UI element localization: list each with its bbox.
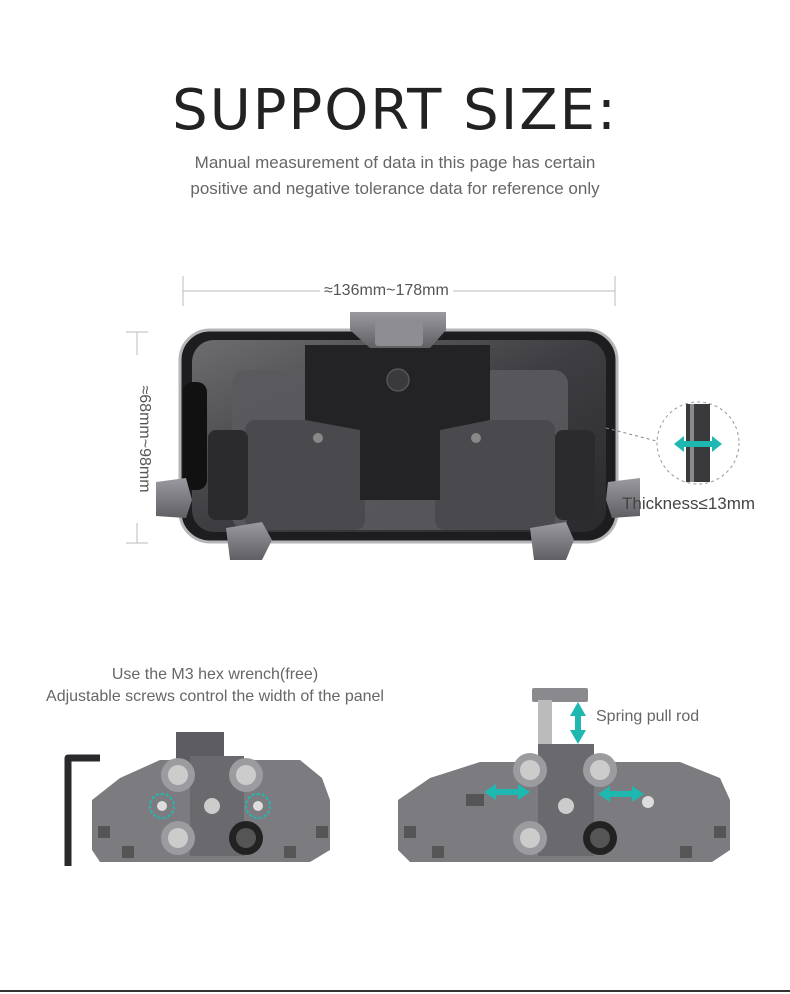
mount-plate-right [398,688,730,862]
subtitle-line-1: Manual measurement of data in this page … [194,153,596,172]
mount-plate-left [92,732,330,862]
hex-wrench-icon [64,754,100,866]
right-horizontal-arrow-icon [598,786,644,802]
bottom-divider [0,990,790,992]
wrench-caption: Use the M3 hex wrench(free) Adjustable s… [20,664,410,708]
spring-pull-rod-label: Spring pull rod [596,708,700,725]
page-subtitle: Manual measurement of data in this page … [0,150,790,202]
wrench-caption-line-1: Use the M3 hex wrench(free) [111,666,319,683]
wrench-caption-line-2: Adjustable screws control the width of t… [46,688,384,705]
page-title: SUPPORT SIZE: [172,78,618,143]
subtitle-line-2: positive and negative tolerance data for… [190,179,600,198]
left-horizontal-arrow-icon [484,784,530,800]
width-dimension-label: ≈136mm~178mm [320,282,453,300]
thickness-label: Thickness≤13mm [622,494,756,513]
vertical-arrow-icon [570,702,586,744]
